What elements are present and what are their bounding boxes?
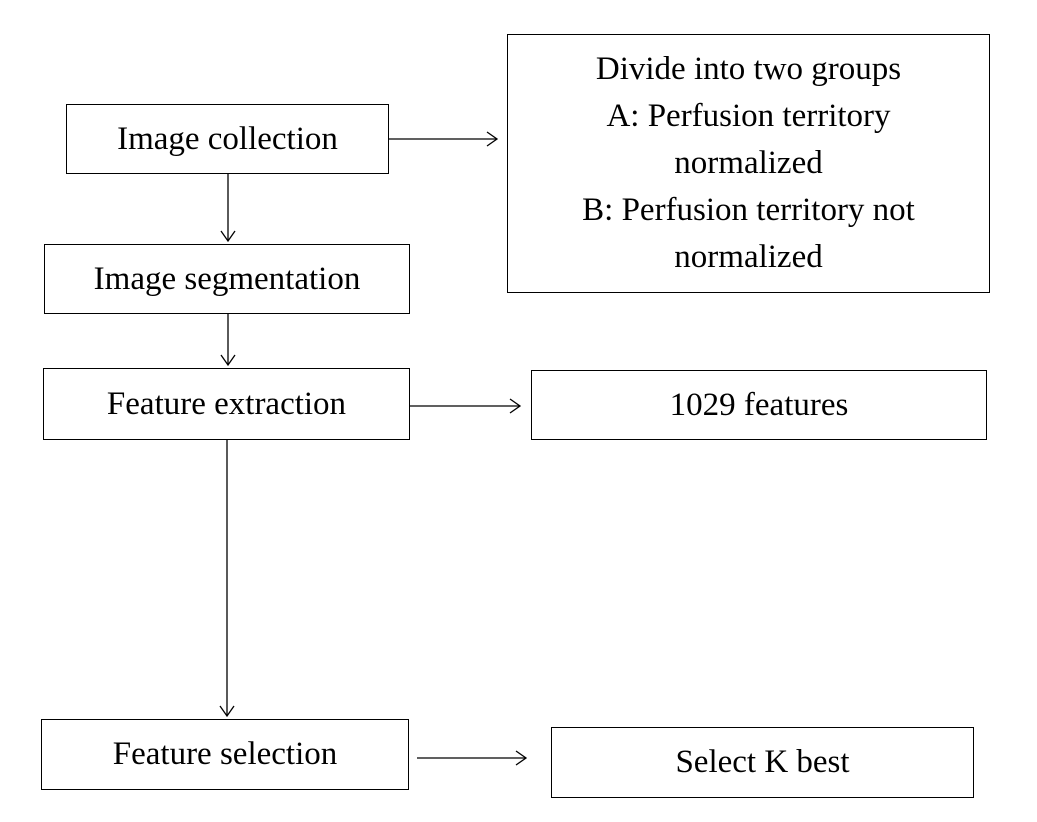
- groups-line-5: normalized: [674, 239, 823, 275]
- arrowhead-segmentation-to-extraction: [220, 354, 236, 367]
- groups-line-1: Divide into two groups: [595, 51, 902, 87]
- groups-line-4: B: Perfusion territory not: [582, 192, 915, 228]
- arrowhead-extraction-to-features: [509, 398, 522, 414]
- step-image-segmentation: Image segmentation: [44, 244, 410, 314]
- step-image-segmentation-label: Image segmentation: [93, 260, 361, 297]
- arrowhead-extraction-to-selection: [219, 705, 235, 718]
- step-feature-selection: Feature selection: [41, 719, 409, 790]
- output-select-k-best: Select K best: [551, 727, 974, 798]
- step-feature-selection-label: Feature selection: [112, 736, 338, 772]
- arrowhead-selection-to-kbest: [515, 750, 528, 766]
- step-image-collection-label: Image collection: [117, 120, 338, 157]
- arrowhead-collection-to-groups: [486, 131, 499, 147]
- step-feature-extraction-label: Feature extraction: [106, 385, 347, 422]
- arrowhead-collection-to-segmentation: [220, 230, 236, 243]
- step-image-collection: Image collection: [66, 104, 389, 174]
- output-features-count: 1029 features: [531, 370, 987, 440]
- groups-line-2: A: Perfusion territory: [606, 98, 891, 134]
- output-groups-box: Divide into two groups A: Perfusion terr…: [507, 34, 990, 293]
- output-select-k-best-label: Select K best: [675, 744, 850, 780]
- groups-line-3: normalized: [674, 145, 823, 181]
- output-features-count-label: 1029 features: [669, 386, 849, 423]
- step-feature-extraction: Feature extraction: [43, 368, 410, 440]
